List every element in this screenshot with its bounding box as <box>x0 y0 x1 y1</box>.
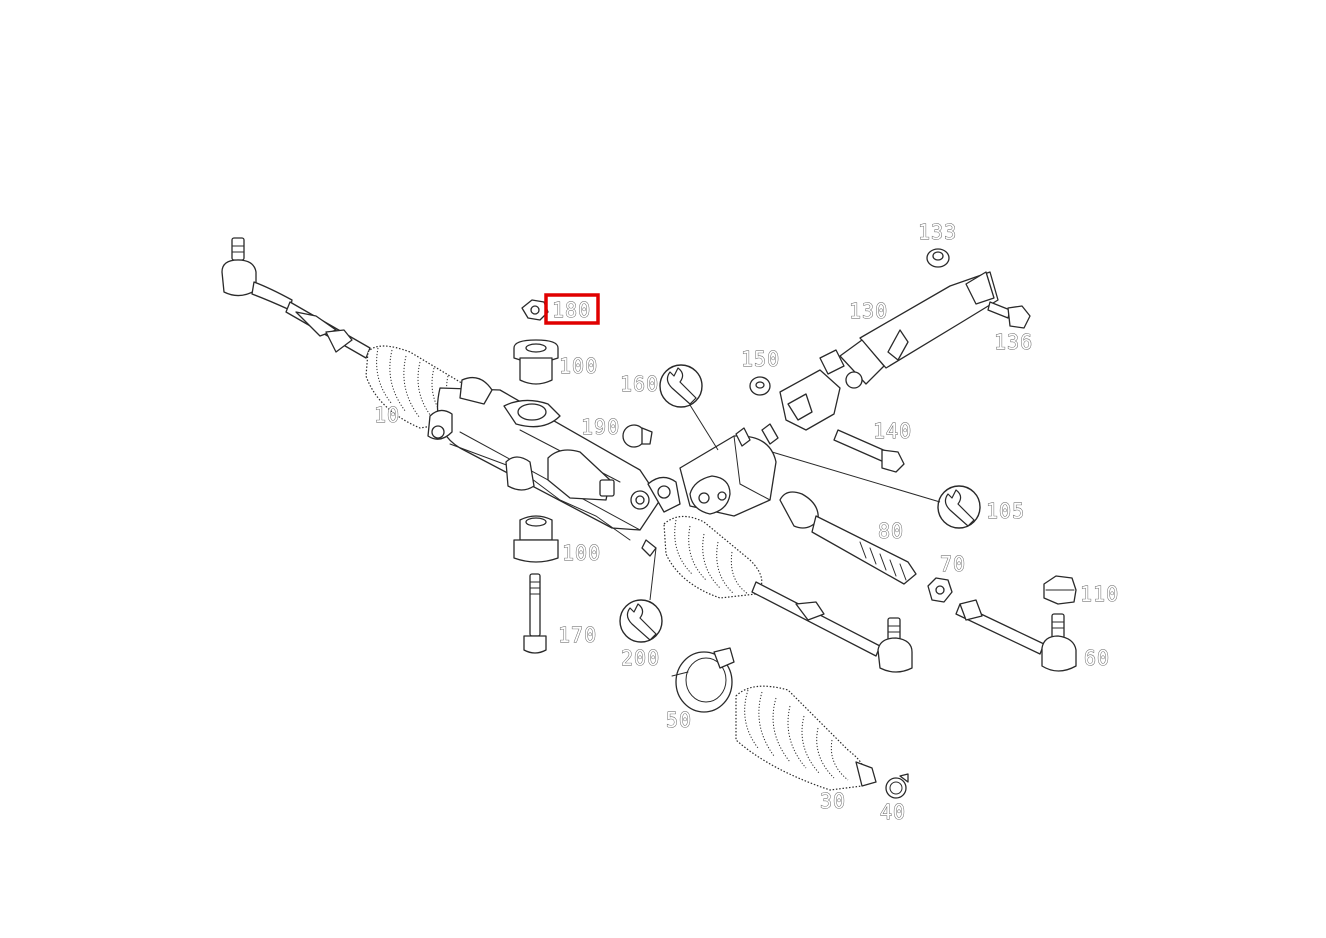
label-100-lower: 100 <box>562 541 601 565</box>
nut-70[interactable] <box>927 577 953 603</box>
boot-clamp-50[interactable] <box>671 647 735 713</box>
label-60: 60 <box>1084 646 1110 670</box>
label-105: 105 <box>986 499 1025 523</box>
label-140: 140 <box>873 419 912 443</box>
highlighted-callout-180[interactable]: 180 <box>544 293 600 325</box>
label-10: 10 <box>374 403 400 427</box>
bolt-140[interactable] <box>833 429 905 473</box>
plug-190[interactable] <box>622 424 653 448</box>
label-110: 110 <box>1080 582 1119 606</box>
rack-boot-30[interactable] <box>735 685 877 791</box>
steering-rack-housing[interactable] <box>427 376 681 557</box>
label-70: 70 <box>940 552 966 576</box>
inner-tie-rod-80[interactable] <box>779 491 917 585</box>
wrench-icon <box>937 485 981 529</box>
boot-clamp-40[interactable] <box>885 773 909 799</box>
highlight-box <box>544 293 600 325</box>
label-160: 160 <box>620 372 659 396</box>
label-200: 200 <box>621 646 660 670</box>
nut-180[interactable] <box>521 299 549 321</box>
label-136: 136 <box>994 330 1033 354</box>
label-80: 80 <box>878 519 904 543</box>
bolt-136[interactable] <box>987 301 1031 329</box>
wrench-icon <box>659 364 703 408</box>
label-170: 170 <box>558 623 597 647</box>
outer-tie-rod-end-60[interactable] <box>955 599 1077 672</box>
mount-bushing-lower[interactable] <box>513 515 559 563</box>
washer-133[interactable] <box>926 248 950 268</box>
label-100-upper: 100 <box>559 354 598 378</box>
label-40: 40 <box>880 800 906 824</box>
nut-110[interactable] <box>1043 575 1077 605</box>
label-133: 133 <box>918 220 957 244</box>
leader-lines <box>649 404 941 601</box>
bolt-170[interactable] <box>523 573 547 654</box>
label-50: 50 <box>666 708 692 732</box>
label-130: 130 <box>849 299 888 323</box>
rack-boot-right[interactable] <box>663 515 763 599</box>
washer-150[interactable] <box>749 376 771 396</box>
tie-rod-right[interactable] <box>751 581 881 657</box>
tie-rod-left[interactable] <box>285 301 371 359</box>
mount-bushing-upper[interactable] <box>513 339 559 385</box>
tie-rod-end-left[interactable] <box>221 237 293 311</box>
valve-housing[interactable] <box>679 423 779 517</box>
label-30: 30 <box>820 789 846 813</box>
tie-rod-end-right[interactable] <box>877 617 913 673</box>
label-190: 190 <box>581 415 620 439</box>
label-150: 150 <box>741 347 780 371</box>
wrench-icon <box>619 599 663 643</box>
label-180: 180 <box>552 298 591 322</box>
steering-shaft-130[interactable] <box>779 271 999 431</box>
